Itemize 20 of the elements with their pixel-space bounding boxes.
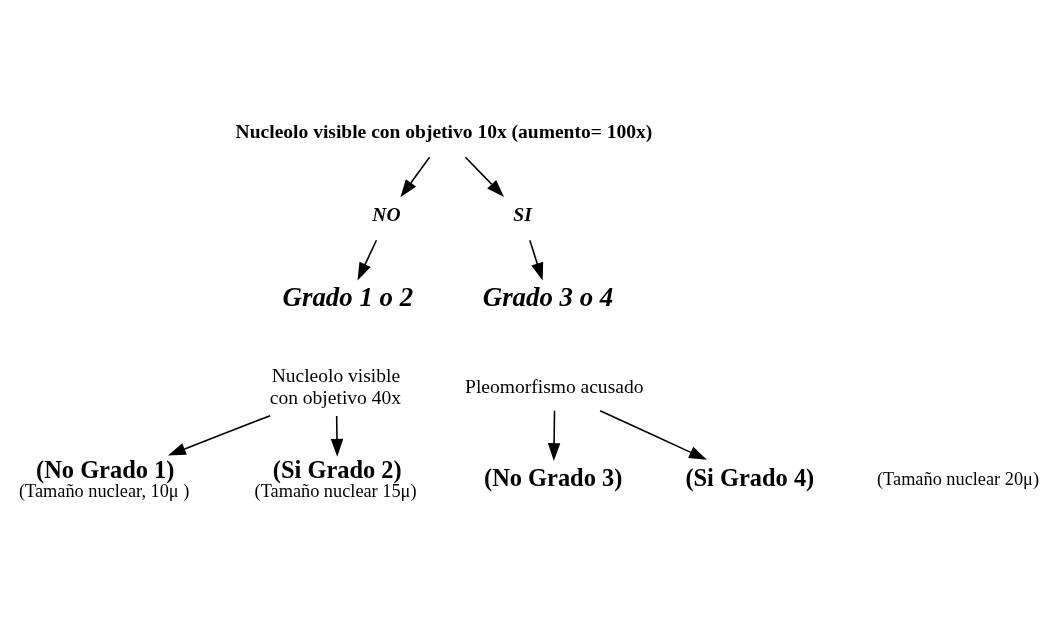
node-text: Grado 3 o 4 [482, 281, 614, 312]
arrow [400, 155, 431, 197]
node-text: (Si Grado 2) [272, 455, 402, 483]
node-text: NO [372, 203, 401, 225]
node-text: SI [513, 203, 532, 225]
node-text: (No Grado 3) [484, 463, 623, 491]
arrow [330, 414, 344, 457]
arrow [464, 155, 505, 197]
arrow [529, 238, 544, 281]
node-text: (No Grado 1) [36, 455, 175, 483]
node-text: Nucleolo visible con objetivo 10x (aumento= 100x) [235, 120, 653, 142]
arrow [547, 409, 561, 461]
node-text: Pleomorfismo acusado [465, 375, 644, 397]
label: (Tamaño nuclear 20μ) [877, 468, 1039, 489]
node-text: Grado 1 o 2 [282, 281, 414, 312]
node-text: Nucleolo visible con objetivo 40x [269, 364, 401, 408]
arrow [167, 414, 271, 455]
node-text: (Si Grado 4) [685, 463, 815, 491]
arrow [599, 409, 707, 460]
arrow [357, 238, 378, 280]
